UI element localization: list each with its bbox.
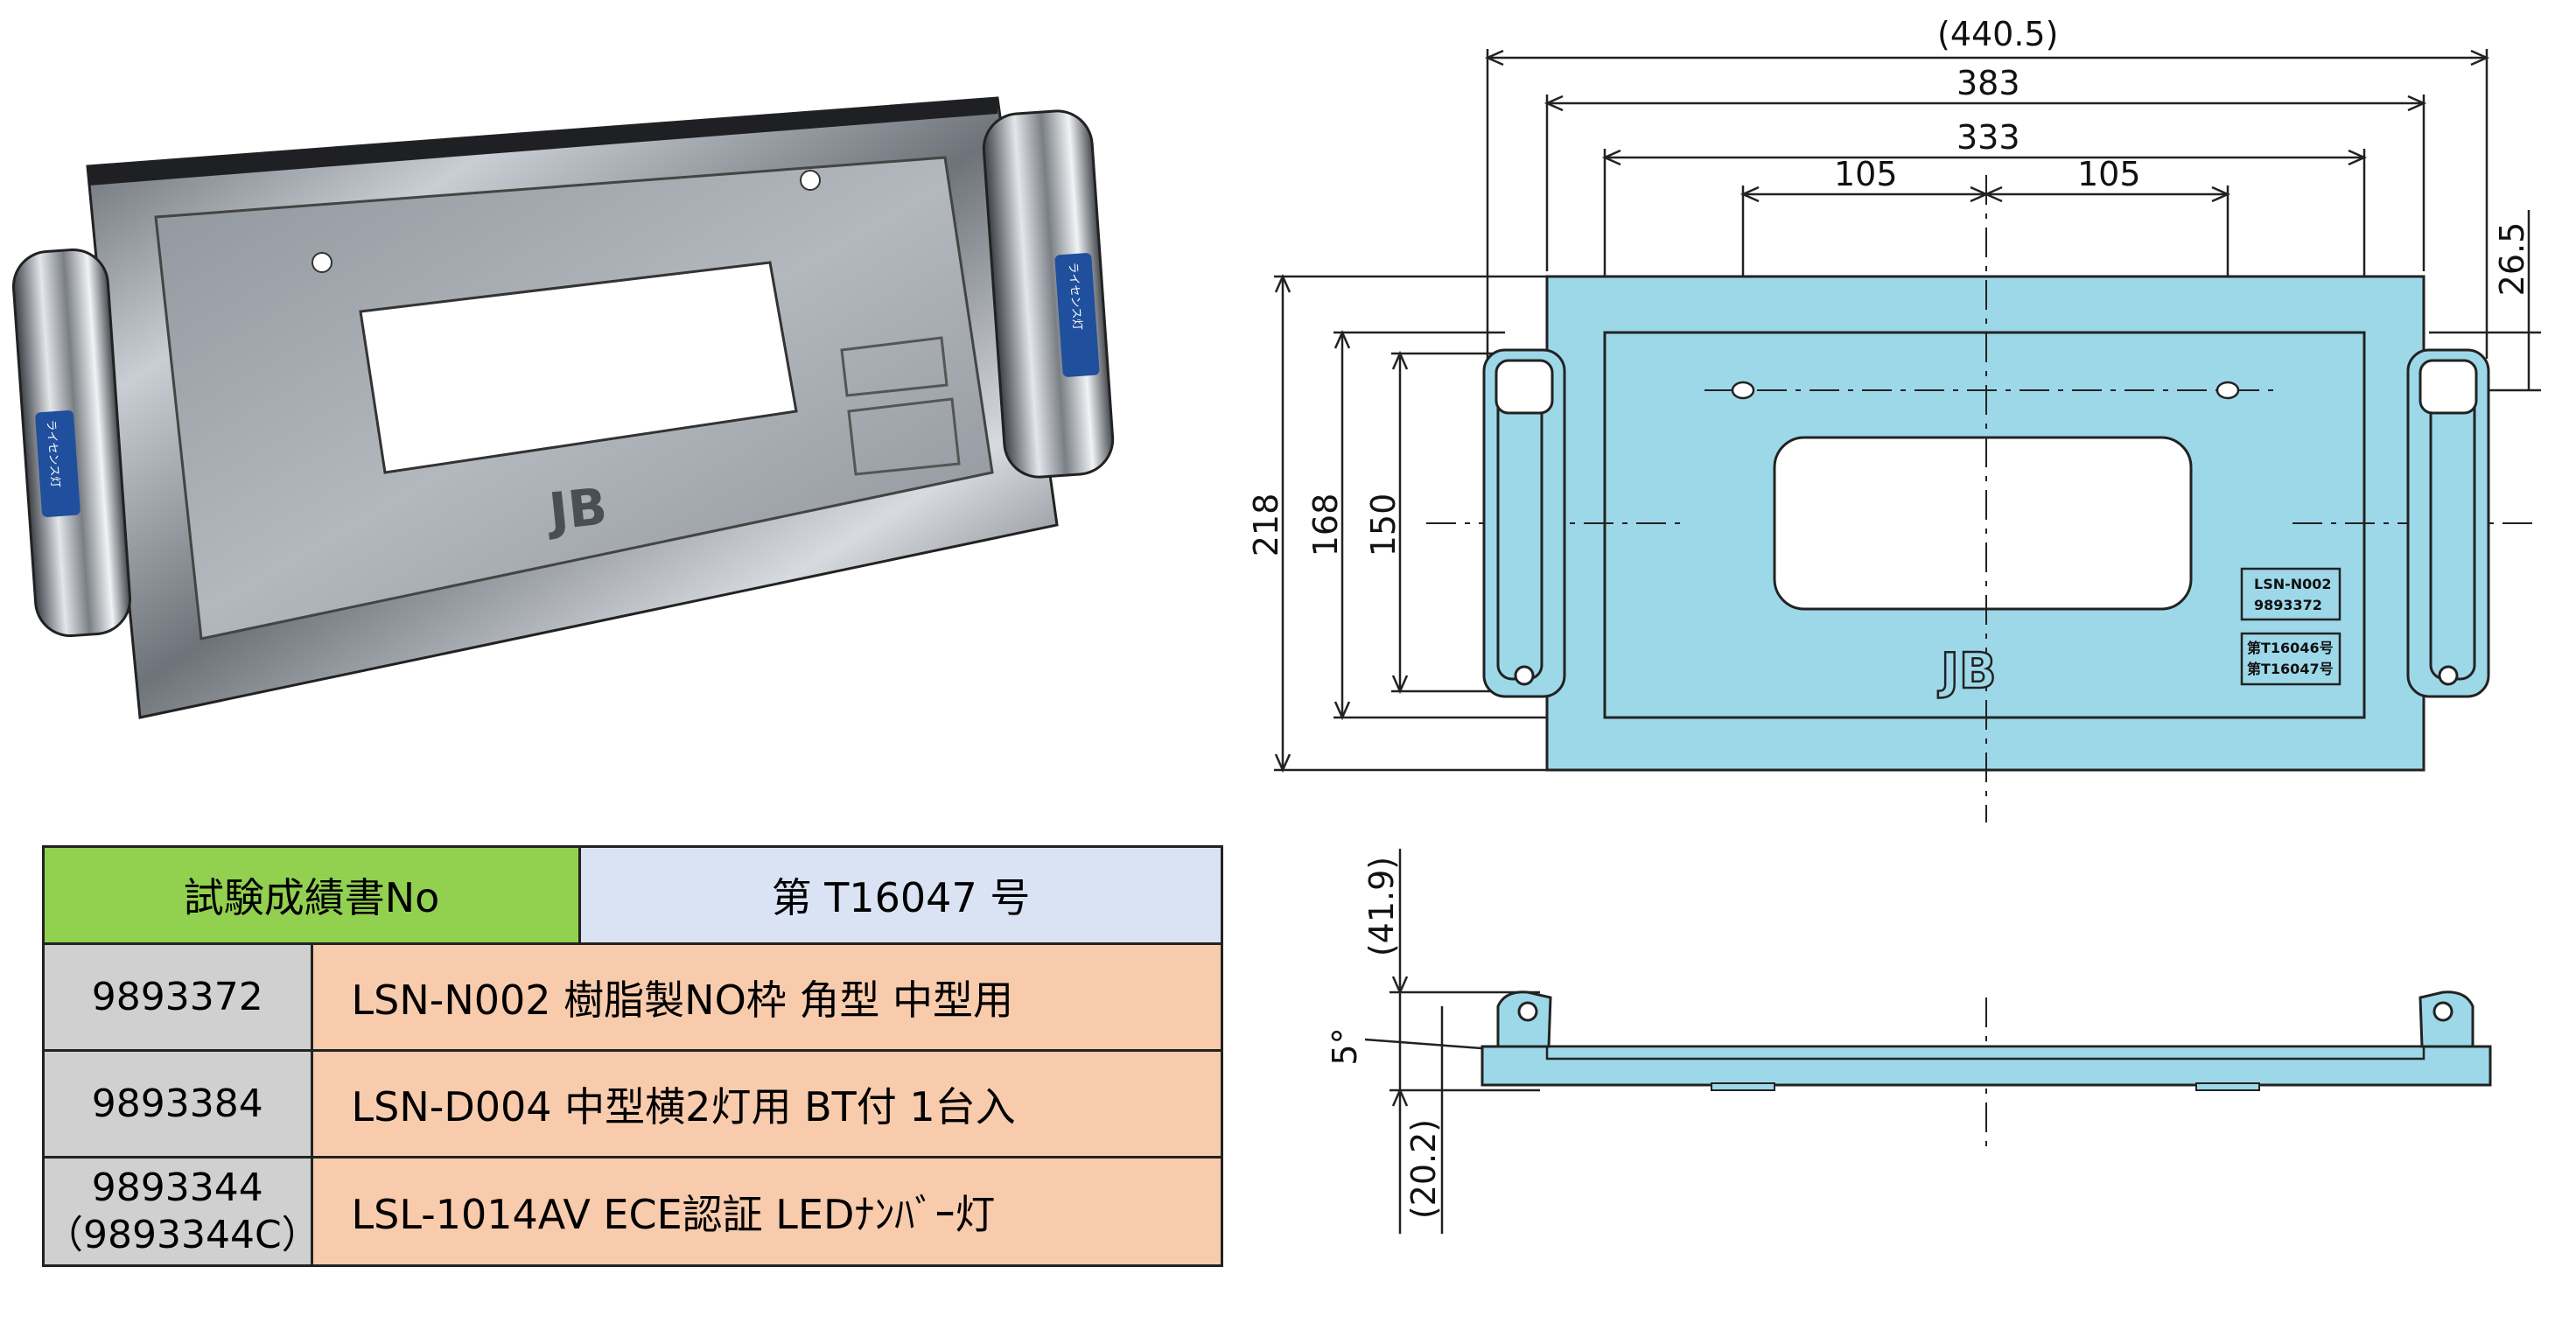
plate-label-model: LSN-N002 <box>2254 576 2332 592</box>
dim-plate-height: 218 <box>1247 494 1285 557</box>
row-code: 9893344 <box>91 1165 263 1210</box>
dim-inner-width: 333 <box>1956 118 2020 157</box>
table-row: 9893344 （9893344C） LSL-1014AV ECE認証 LEDﾅ… <box>42 1156 1223 1267</box>
side-left-lamp <box>1496 990 1552 1048</box>
dim-hole-left: 105 <box>1834 155 1898 193</box>
front-left-lamp <box>1482 348 1566 698</box>
dim-top-offset: 26.5 <box>2493 222 2531 297</box>
row-code-alt: （9893344C） <box>45 1212 320 1257</box>
row-description: LSN-D004 中型横2灯用 BT付 1台入 <box>310 1049 1223 1158</box>
plate-window <box>1773 436 2193 611</box>
row-code: 9893372 <box>42 942 313 1052</box>
side-right-lamp <box>2418 990 2474 1048</box>
dim-base-height: (20.2) <box>1404 1119 1443 1219</box>
row-description: LSL-1014AV ECE認証 LEDﾅﾝﾊﾞｰ灯 <box>310 1156 1223 1267</box>
row-code-cell: 9893344 （9893344C） <box>42 1156 320 1267</box>
plate-logo: JB <box>1937 643 1997 700</box>
row-description: LSN-N002 樹脂製NO枠 角型 中型用 <box>310 942 1223 1052</box>
plate-window <box>359 261 798 474</box>
svg-text:ライセンス灯: ライセンス灯 <box>44 419 61 488</box>
photo-logo: JB <box>542 476 610 542</box>
dim-window-height: 150 <box>1364 494 1403 557</box>
plate-label-cert2: 第T16047号 <box>2247 661 2334 677</box>
plate-inner-frame <box>1603 331 2366 719</box>
test-report-label: 試験成績書No <box>42 845 581 945</box>
spec-header-row: 試験成績書No 第 T16047 号 <box>42 845 1223 945</box>
right-lamp: ライセンス灯 <box>982 109 1115 479</box>
front-right-lamp <box>2406 348 2490 698</box>
table-row: 9893372 LSN-N002 樹脂製NO枠 角型 中型用 <box>42 942 1223 1052</box>
front-view-drawing: LSN-N002 9893372 第T16046号 第T16047号 JB (4… <box>1247 15 2541 822</box>
dim-plate-width: 383 <box>1956 64 2020 102</box>
dim-inner-height: 168 <box>1306 494 1345 557</box>
dim-hole-right: 105 <box>2077 155 2141 193</box>
svg-text:ライセンス灯: ライセンス灯 <box>1066 262 1083 331</box>
plate-label-cert1: 第T16046号 <box>2247 640 2334 656</box>
table-row: 9893384 LSN-D004 中型横2灯用 BT付 1台入 <box>42 1049 1223 1158</box>
dim-angle: 5° <box>1326 1027 1364 1065</box>
dim-lamp-height: (41.9) <box>1362 857 1401 956</box>
dim-overall-width: (440.5) <box>1937 15 2058 53</box>
plate-label-code: 9893372 <box>2254 597 2322 613</box>
product-photo: JB ライセンス灯 ライセンス灯 <box>11 96 1115 719</box>
spec-table: 試験成績書No 第 T16047 号 9893372 LSN-N002 樹脂製N… <box>42 845 1223 1267</box>
row-code: 9893384 <box>42 1049 313 1158</box>
test-report-number: 第 T16047 号 <box>578 845 1223 945</box>
left-lamp: ライセンス灯 <box>11 248 132 638</box>
